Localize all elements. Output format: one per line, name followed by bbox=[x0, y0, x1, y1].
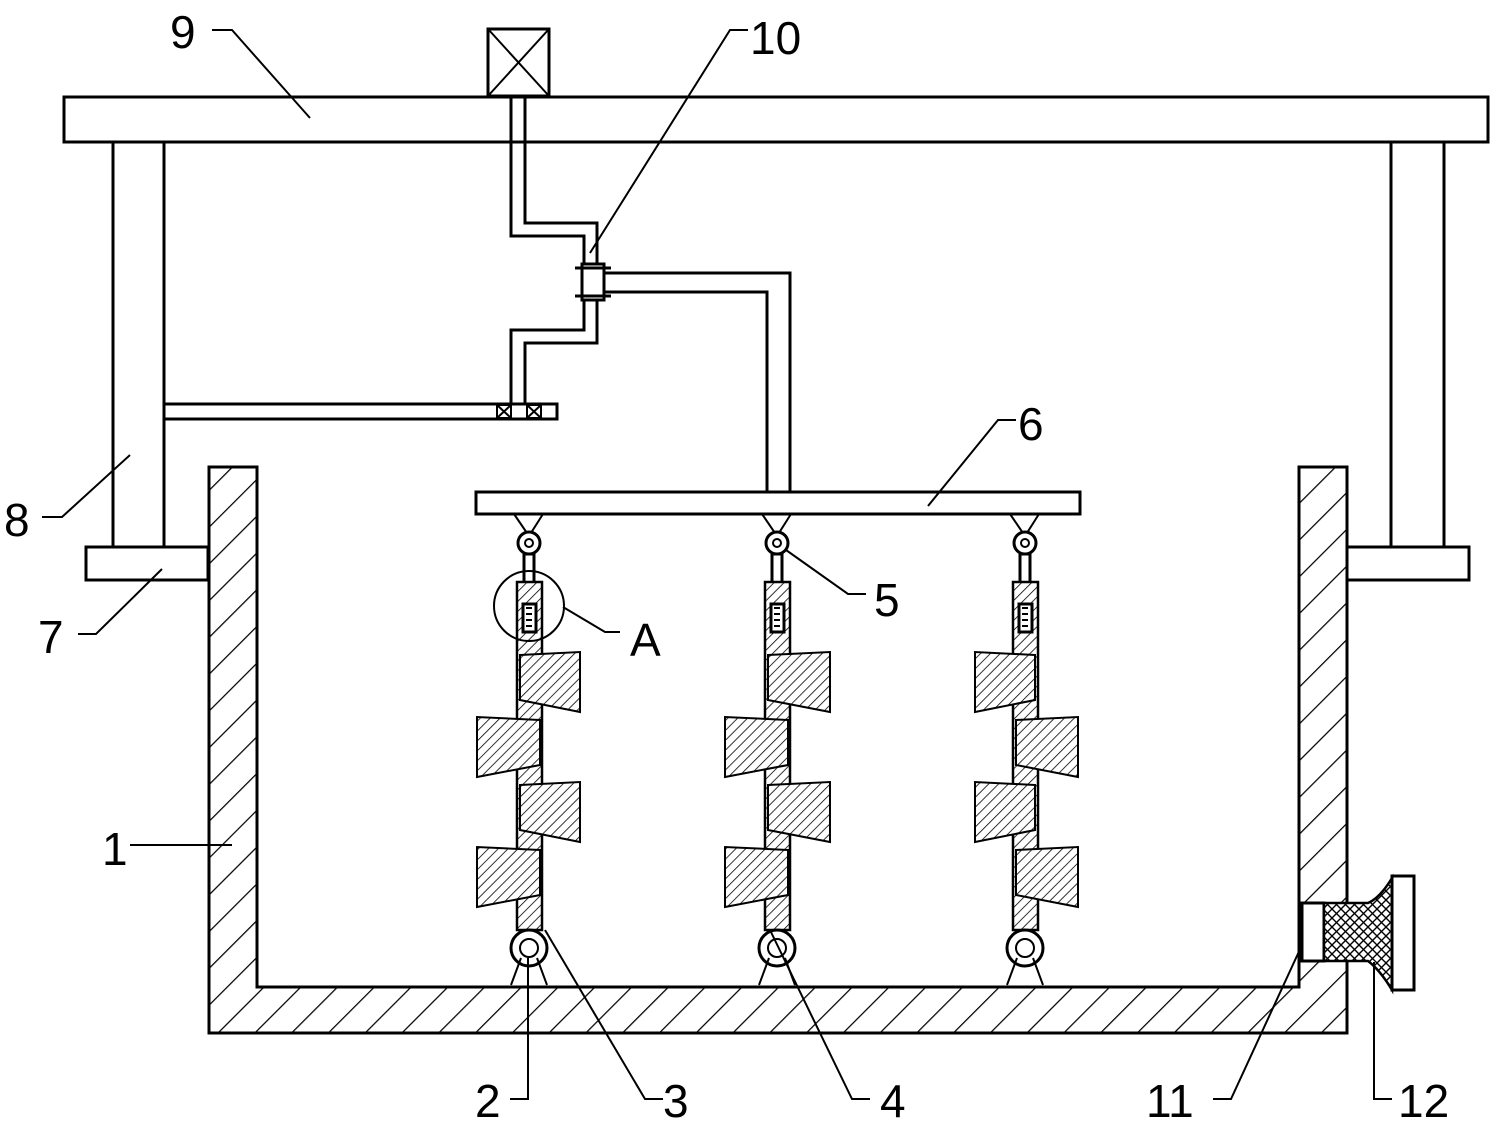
label-7: 7 bbox=[38, 611, 64, 663]
label-3: 3 bbox=[663, 1075, 689, 1126]
right-post bbox=[1389, 140, 1446, 549]
drive-shaft bbox=[509, 96, 599, 404]
coupling bbox=[575, 262, 611, 302]
stirring-shaft-2 bbox=[724, 513, 831, 986]
label-2: 2 bbox=[475, 1075, 501, 1126]
top-beam bbox=[62, 95, 1490, 144]
label-8: 8 bbox=[4, 494, 30, 546]
label-4: 4 bbox=[880, 1075, 906, 1126]
detail-circle-a bbox=[493, 570, 565, 642]
label-9: 9 bbox=[170, 6, 196, 58]
left-base-plate bbox=[84, 545, 210, 582]
label-a: A bbox=[630, 614, 661, 666]
stirring-shaft-3 bbox=[974, 513, 1079, 986]
label-10: 10 bbox=[750, 12, 801, 64]
leader-lines bbox=[42, 29, 1392, 1100]
tank bbox=[207, 465, 1349, 1035]
label-6: 6 bbox=[1018, 398, 1044, 450]
horizontal-arm bbox=[162, 402, 559, 421]
motor-box bbox=[486, 27, 551, 98]
outlet bbox=[1300, 901, 1326, 963]
label-1: 1 bbox=[102, 823, 128, 875]
right-base-plate bbox=[1345, 545, 1471, 582]
stirring-shaft-1 bbox=[476, 513, 581, 986]
left-post bbox=[111, 140, 166, 549]
label-5: 5 bbox=[874, 574, 900, 626]
crossbar bbox=[474, 490, 1082, 516]
label-12: 12 bbox=[1398, 1075, 1449, 1126]
transmission-pipe bbox=[604, 271, 792, 492]
label-11: 11 bbox=[1146, 1075, 1194, 1126]
